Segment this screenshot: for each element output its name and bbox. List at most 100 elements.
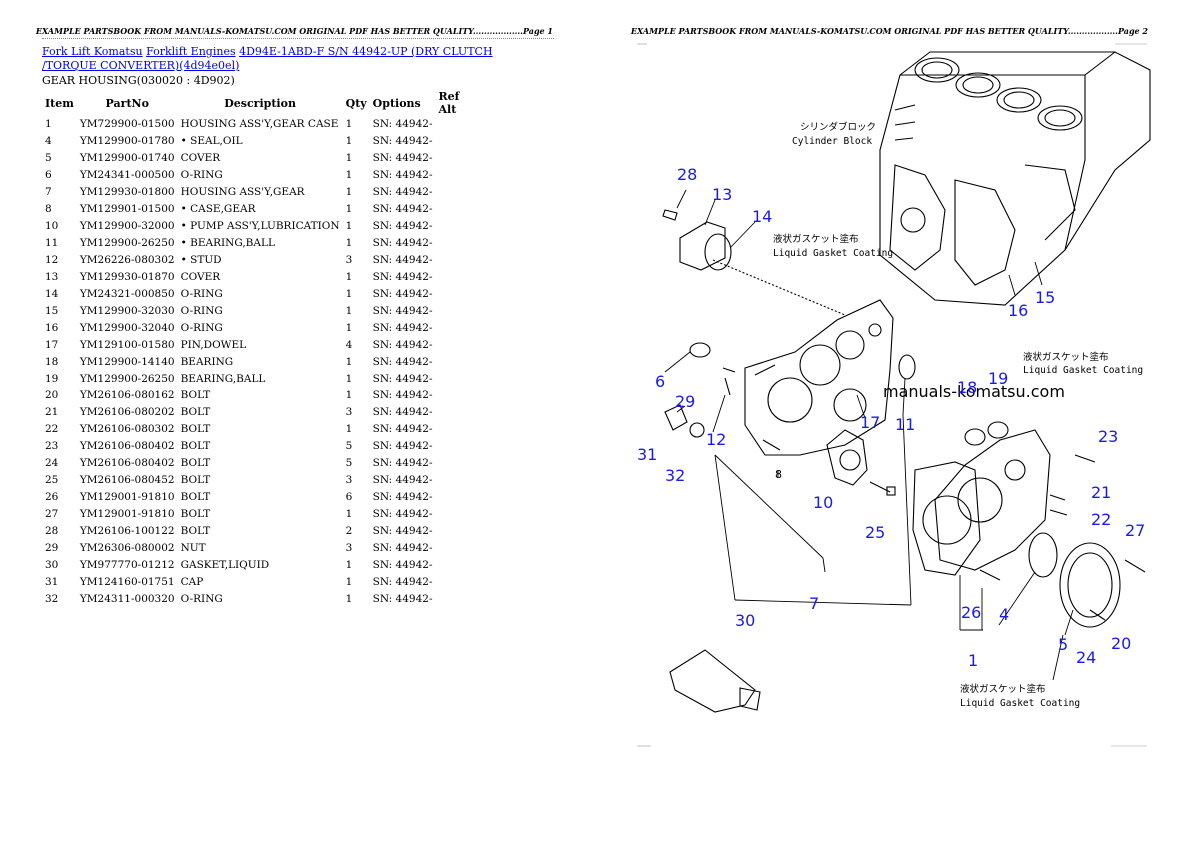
cell-ref-alt — [436, 167, 482, 184]
cell-description: PIN,DOWEL — [180, 338, 247, 351]
cell-options: SN: 44942- — [372, 203, 433, 216]
cell-item: 1 — [45, 118, 52, 131]
cell-partno: YM129001-91810 — [79, 508, 175, 521]
cell-description: • SEAL,OIL — [180, 135, 243, 148]
breadcrumb-link-forklift-engines[interactable]: Forklift Engines — [146, 45, 236, 58]
cell-item: 17 — [45, 338, 59, 351]
cell-qty: 1 — [345, 203, 353, 216]
rear-cover-assembly-drawing — [912, 421, 1146, 628]
cell-options: SN: 44942- — [372, 169, 433, 182]
cell-options: SN: 44942- — [372, 135, 433, 148]
cell-options: SN: 44942- — [372, 406, 433, 419]
callout-6: 6 — [655, 372, 665, 391]
cell-item: 14 — [45, 287, 59, 300]
cell-qty: 1 — [345, 355, 353, 368]
cell-ref-alt — [436, 252, 482, 269]
callout-5: 5 — [1058, 635, 1068, 654]
cell-partno: YM26106-080162 — [79, 389, 175, 402]
callout-25: 25 — [865, 523, 885, 542]
cell-ref-alt — [436, 421, 482, 438]
cell-ref-alt — [436, 133, 482, 150]
cell-description: O-RING — [180, 304, 223, 317]
cell-options: SN: 44942- — [372, 508, 433, 521]
callout-23: 23 — [1098, 427, 1118, 446]
gasket-coating-label-jp-bottom: 液状ガスケット塗布 — [960, 683, 1046, 695]
cell-item: 18 — [45, 355, 59, 368]
gear-housing-drawing — [744, 299, 894, 456]
cell-ref-alt — [436, 489, 482, 506]
callout-18: 18 — [957, 378, 977, 397]
cell-ref-alt — [436, 116, 482, 133]
cell-options: SN: 44942- — [372, 372, 433, 385]
cell-item: 21 — [45, 406, 59, 419]
breadcrumb: Fork Lift Komatsu Forklift Engines 4D94E… — [42, 45, 512, 73]
cylinder-block-label-jp: シリンダブロック — [800, 121, 876, 133]
cell-qty: 1 — [345, 135, 353, 148]
cell-item: 29 — [45, 541, 59, 554]
cell-ref-alt — [436, 319, 482, 336]
callout-16: 16 — [1008, 301, 1028, 320]
callout-32: 32 — [665, 466, 685, 485]
cell-qty: 3 — [345, 474, 353, 487]
cell-qty: 1 — [345, 558, 353, 571]
cell-item: 22 — [45, 423, 59, 436]
cell-options: SN: 44942- — [372, 592, 433, 605]
cell-ref-alt — [436, 184, 482, 201]
cell-ref-alt — [436, 285, 482, 302]
cell-ref-alt — [436, 302, 482, 319]
cell-description: BOLT — [180, 474, 211, 487]
callout-19: 19 — [988, 369, 1008, 388]
cell-item: 11 — [45, 237, 59, 250]
cell-options: SN: 44942- — [372, 304, 433, 317]
section-title: GEAR HOUSING(030020 : 4D902) — [42, 74, 235, 87]
cell-qty: 1 — [345, 270, 353, 283]
page-header: EXAMPLE PARTSBOOK FROM MANUALS-KOMATSU.C… — [35, 26, 553, 36]
parts-list-page: EXAMPLE PARTSBOOK FROM MANUALS-KOMATSU.C… — [35, 26, 554, 605]
leader-lines — [664, 189, 1074, 681]
cell-qty: 1 — [345, 169, 353, 182]
cell-qty: 1 — [345, 237, 353, 250]
cell-partno: YM26106-080402 — [79, 440, 175, 453]
oil-pump-drawing — [826, 429, 868, 486]
cell-partno: YM24311-000320 — [79, 592, 175, 605]
cell-qty: 6 — [345, 491, 353, 504]
cell-ref-alt — [436, 539, 482, 556]
gasket-tube-30-drawing — [669, 649, 761, 713]
cell-description: CAP — [180, 575, 204, 588]
cell-ref-alt — [436, 404, 482, 421]
callout-7: 7 — [809, 594, 819, 613]
cell-description: BOLT — [180, 440, 211, 453]
breadcrumb-link-fork-lift[interactable]: Fork Lift Komatsu — [42, 45, 143, 58]
cell-description: BEARING — [180, 355, 234, 368]
cell-item: 20 — [45, 389, 59, 402]
cell-qty: 3 — [345, 541, 353, 554]
cell-item: 16 — [45, 321, 59, 334]
cell-ref-alt — [436, 201, 482, 218]
cell-ref-alt — [436, 268, 482, 285]
cell-description: BOLT — [180, 491, 211, 504]
cell-partno: YM129900-14140 — [79, 355, 175, 368]
cell-ref-alt — [436, 573, 482, 590]
callout-29: 29 — [675, 392, 695, 411]
callout-4: 4 — [999, 605, 1009, 624]
cell-item: 8 — [45, 203, 52, 216]
callout-28: 28 — [677, 165, 697, 184]
cell-partno: YM129900-26250 — [79, 237, 175, 250]
cylinder-block-drawing — [879, 51, 1151, 306]
cell-partno: YM129900-32040 — [79, 321, 175, 334]
cell-partno: YM26226-080302 — [79, 253, 175, 266]
cell-ref-alt — [436, 556, 482, 573]
breadcrumb-link-engine-model[interactable]: 4D94E-1ABD-F S/N 44942-UP (DRY CLUTCH /T… — [42, 45, 493, 72]
